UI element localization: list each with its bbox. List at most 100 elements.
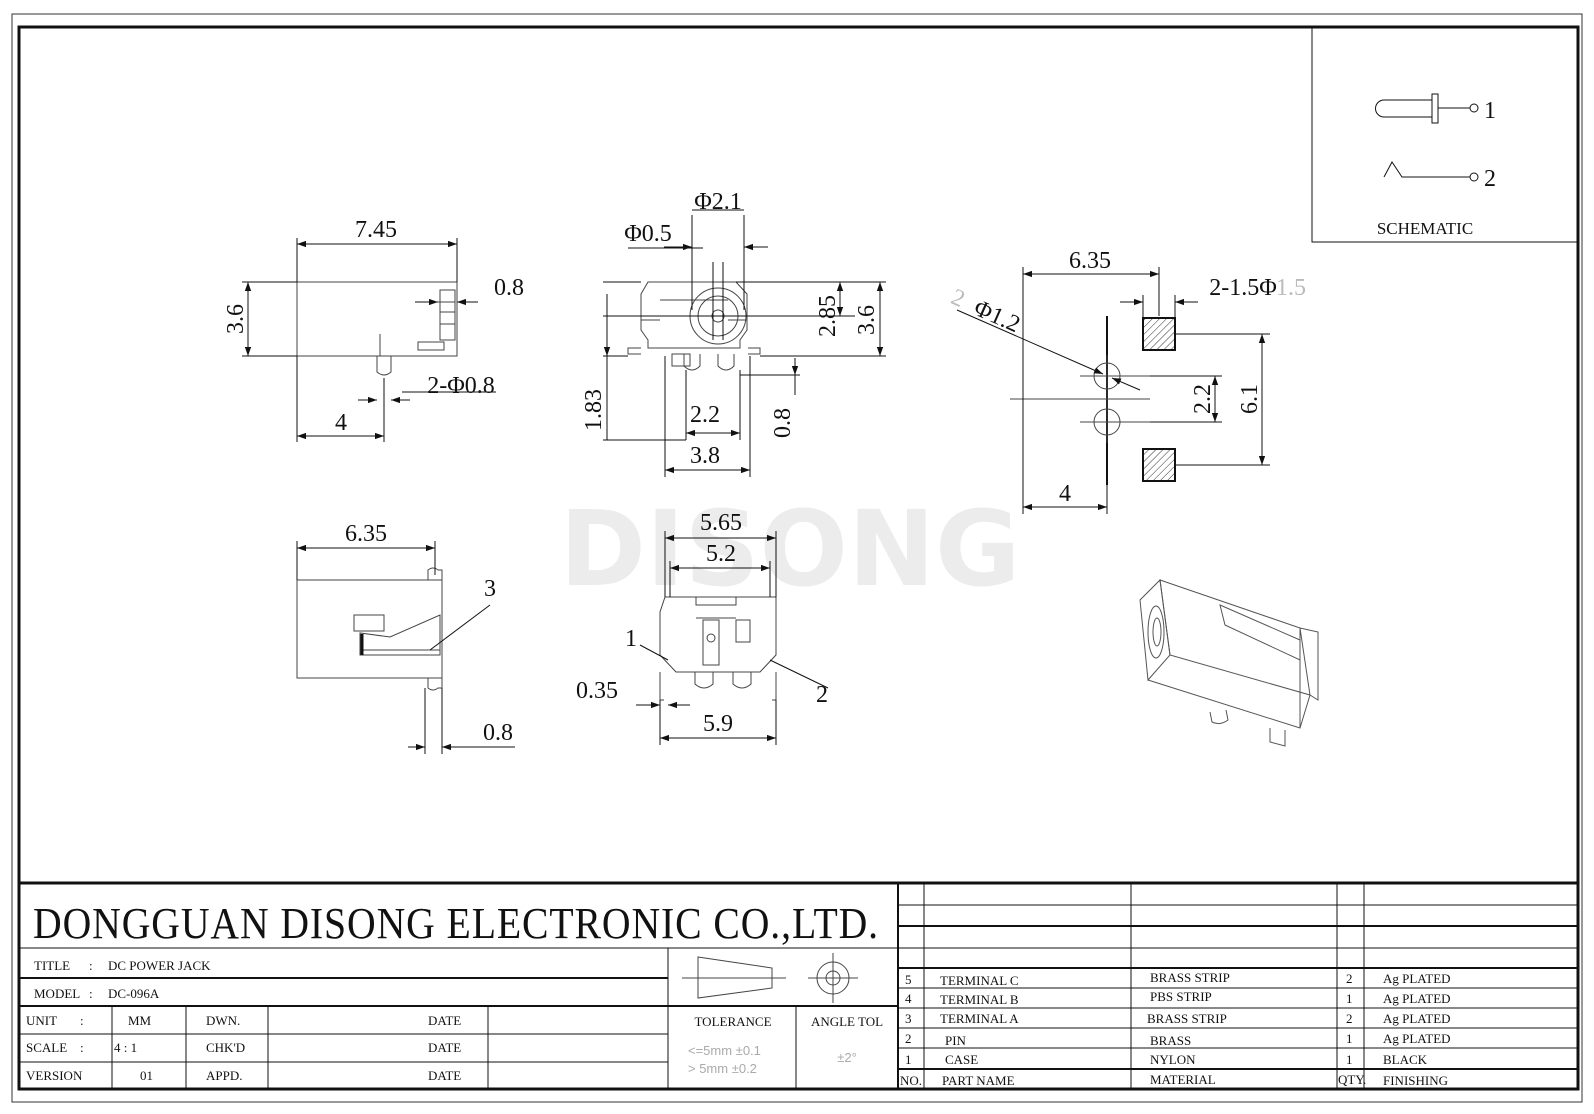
pcb-layout-dims xyxy=(956,267,1270,514)
bom-part: TERMINAL A xyxy=(940,1011,1019,1026)
bom-header-part: PART NAME xyxy=(942,1073,1015,1088)
isometric-view xyxy=(1139,578,1319,747)
outer-border xyxy=(11,13,1583,1103)
unit-colon: : xyxy=(80,1013,84,1028)
bom-qty: 2 xyxy=(1346,971,1353,986)
bom-finish: Ag PLATED xyxy=(1383,991,1451,1006)
bom-no: 1 xyxy=(905,1052,912,1067)
dim-front-pin-len: 0.8 xyxy=(770,408,796,438)
dim-pcb-pad-faint: 1.5 xyxy=(1276,275,1306,301)
unit-label: UNIT xyxy=(26,1013,57,1028)
dim-pcb-pitch: 2.2 xyxy=(1190,384,1216,414)
angle-tol-value: ±2° xyxy=(837,1050,857,1065)
schematic-label: SCHEMATIC xyxy=(1377,219,1473,238)
bom-qty: 2 xyxy=(1346,1011,1353,1026)
dim-pcb-width: 6.35 xyxy=(1069,248,1111,274)
bom-row: 4 TERMINAL B PBS STRIP 1 Ag PLATED xyxy=(905,989,1451,1007)
rear-view xyxy=(659,596,777,701)
scale-value: 4 : 1 xyxy=(114,1040,137,1055)
bom-finish: Ag PLATED xyxy=(1383,971,1451,986)
bom-row: 3 TERMINAL A BRASS STRIP 2 Ag PLATED xyxy=(905,1011,1451,1026)
title-colon: : xyxy=(89,958,93,973)
bom-part: PIN xyxy=(945,1033,967,1048)
bom-material: BRASS STRIP xyxy=(1147,1011,1227,1026)
bom-no: 2 xyxy=(905,1031,912,1046)
dim-side-pin-dia: 2-Φ0.8 xyxy=(427,373,495,399)
watermark: DISONG xyxy=(560,488,1021,610)
appd-label: APPD. xyxy=(206,1068,243,1083)
model-label: MODEL xyxy=(34,986,80,1001)
schematic-box xyxy=(1311,27,1578,243)
scale-label: SCALE xyxy=(26,1040,67,1055)
dim-front-height: 3.6 xyxy=(854,305,880,335)
dim-side-length: 7.45 xyxy=(355,217,397,243)
dim-front-pin-pitch: 2.2 xyxy=(690,402,720,428)
front-view-dims xyxy=(603,209,886,477)
dim-pcb-offset: 4 xyxy=(1059,481,1071,507)
date-label-3: DATE xyxy=(428,1068,461,1083)
bom-finish: Ag PLATED xyxy=(1383,1031,1451,1046)
dim-rear-gap: 0.35 xyxy=(576,678,618,704)
dim-pcb-pad-span: 6.1 xyxy=(1237,384,1263,414)
bom-qty: 1 xyxy=(1346,1052,1353,1067)
bom-row: 5 TERMINAL C BRASS STRIP 2 Ag PLATED xyxy=(905,970,1451,988)
title-label: TITLE xyxy=(34,958,70,973)
dim-pcb-pad: 2-1.5Φ xyxy=(1209,275,1277,301)
dwn-label: DWN. xyxy=(206,1013,240,1028)
bom-header-finish: FINISHING xyxy=(1383,1073,1448,1088)
dim-side-tab: 0.8 xyxy=(494,275,524,301)
chkd-label: CHK'D xyxy=(206,1040,245,1055)
schematic-pin2: 2 xyxy=(1484,166,1496,192)
bom-header-qty: QTY. xyxy=(1338,1072,1366,1087)
bom-header-material: MATERIAL xyxy=(1150,1072,1216,1087)
inner-border xyxy=(17,25,1580,1091)
dim-rear-width-inner: 5.2 xyxy=(706,541,736,567)
dim-bottom-tab: 0.8 xyxy=(483,720,513,746)
bom-header-no: NO. xyxy=(900,1073,922,1088)
bom-no: 5 xyxy=(905,972,912,987)
date-label-2: DATE xyxy=(428,1040,461,1055)
angle-tol-label: ANGLE TOL xyxy=(811,1014,883,1029)
bom-material: BRASS xyxy=(1150,1033,1191,1048)
version-value: 01 xyxy=(140,1068,153,1083)
bom-material: NYLON xyxy=(1150,1052,1196,1067)
company-name: DONGGUAN DISONG ELECTRONIC CO.,LTD. xyxy=(33,899,879,948)
dim-bottom-length: 6.35 xyxy=(345,521,387,547)
dim-front-width: 3.8 xyxy=(690,443,720,469)
bottom-view xyxy=(296,567,443,691)
dim-side-pin-offset: 4 xyxy=(335,410,347,436)
bom-part: CASE xyxy=(945,1052,978,1067)
date-label-1: DATE xyxy=(428,1013,461,1028)
dim-pcb-hole-faint: 2 xyxy=(947,284,969,313)
dim-front-center-h: 2.85 xyxy=(815,295,841,337)
version-label: VERSION xyxy=(26,1068,83,1083)
bom-no: 4 xyxy=(905,991,912,1006)
bom-part: TERMINAL B xyxy=(940,992,1019,1007)
model-value: DC-096A xyxy=(108,986,160,1001)
side-view-dims xyxy=(242,238,496,442)
model-colon: : xyxy=(89,986,93,1001)
bom-part: TERMINAL C xyxy=(940,973,1019,988)
bom-qty: 1 xyxy=(1346,991,1353,1006)
dim-rear-base: 5.9 xyxy=(703,711,733,737)
bom-qty: 1 xyxy=(1346,1031,1353,1046)
tolerance-line2: > 5mm ±0.2 xyxy=(688,1061,757,1076)
bom-finish: BLACK xyxy=(1383,1052,1428,1067)
projection-symbol xyxy=(682,953,858,1003)
rear-view-dims xyxy=(636,531,829,745)
bom-material: PBS STRIP xyxy=(1150,989,1212,1004)
bom-row: 1 CASE NYLON 1 BLACK xyxy=(905,1052,1428,1067)
bom-row: 2 PIN BRASS 1 Ag PLATED xyxy=(905,1031,1451,1048)
callout-rear-1: 1 xyxy=(625,626,637,652)
schematic-pin1: 1 xyxy=(1484,98,1496,124)
bom-header: NO. PART NAME MATERIAL QTY. FINISHING xyxy=(900,1072,1448,1088)
callout-bottom-3: 3 xyxy=(484,576,496,602)
pcb-layout xyxy=(1010,316,1176,485)
callout-rear-2: 2 xyxy=(816,682,828,708)
bottom-view-dims xyxy=(296,541,515,754)
front-view xyxy=(627,281,761,371)
dim-pcb-hole: Φ1.2 xyxy=(970,295,1024,338)
scale-colon: : xyxy=(80,1040,84,1055)
bom-no: 3 xyxy=(905,1011,912,1026)
